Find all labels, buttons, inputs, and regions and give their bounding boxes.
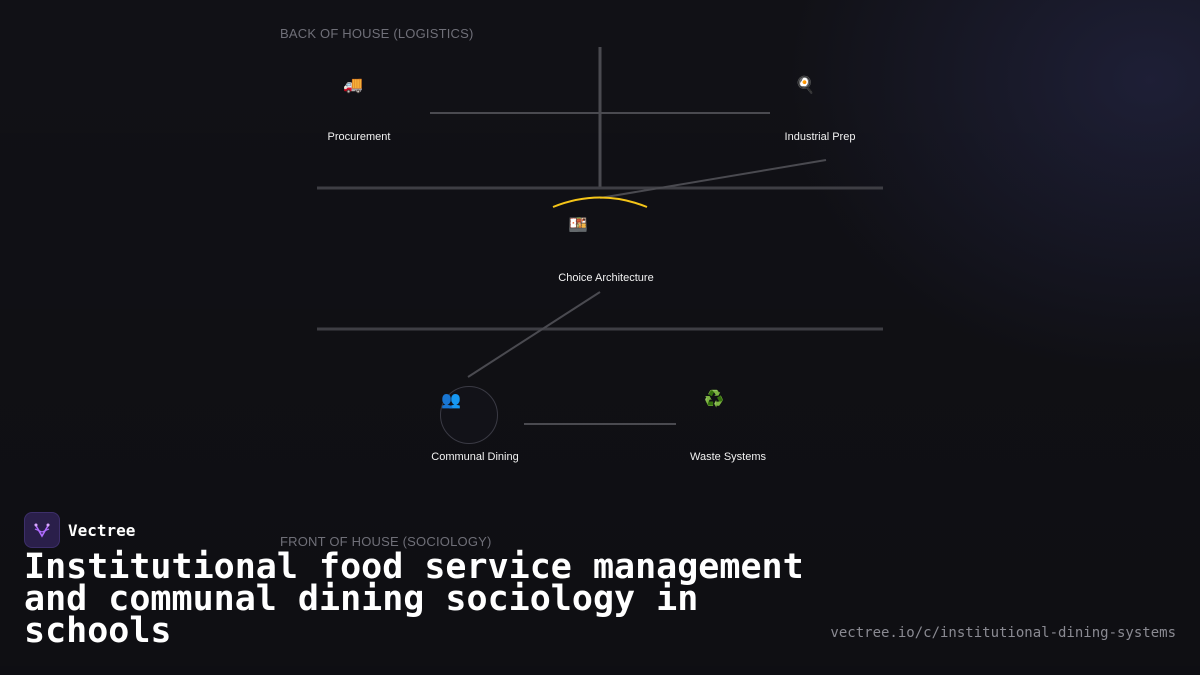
brand[interactable]: Vectree [24, 512, 135, 548]
page-title: Institutional food service management an… [24, 547, 804, 651]
waste-systems-label: Waste Systems [690, 451, 766, 463]
highlight-arc [552, 196, 648, 208]
brand-name: Vectree [68, 520, 136, 540]
procurement-label: Procurement [327, 131, 391, 143]
choice-architecture-label: Choice Architecture [558, 272, 654, 284]
back-of-house-label: BACK OF HOUSE (LOGISTICS) [280, 26, 474, 41]
prep-to-choice-line [599, 159, 827, 199]
choice-to-dining-line [467, 291, 601, 378]
truck-icon: 🚚 [343, 77, 363, 94]
front-of-house-label: FRONT OF HOUSE (SOCIOLOGY) [280, 534, 492, 549]
vectree-logo-icon [24, 512, 60, 548]
industrial-prep-label: Industrial Prep [784, 131, 856, 143]
frying-pan-icon: 🍳 [795, 77, 815, 94]
recycle-icon: ♻️ [704, 391, 724, 408]
people-icon: 👥 [441, 392, 461, 409]
communal-dining-label: Communal Dining [431, 451, 519, 463]
communal-dining-ring [440, 386, 498, 444]
bento-box-icon: 🍱 [568, 217, 588, 234]
source-url[interactable]: vectree.io/c/institutional-dining-system… [830, 625, 1176, 641]
